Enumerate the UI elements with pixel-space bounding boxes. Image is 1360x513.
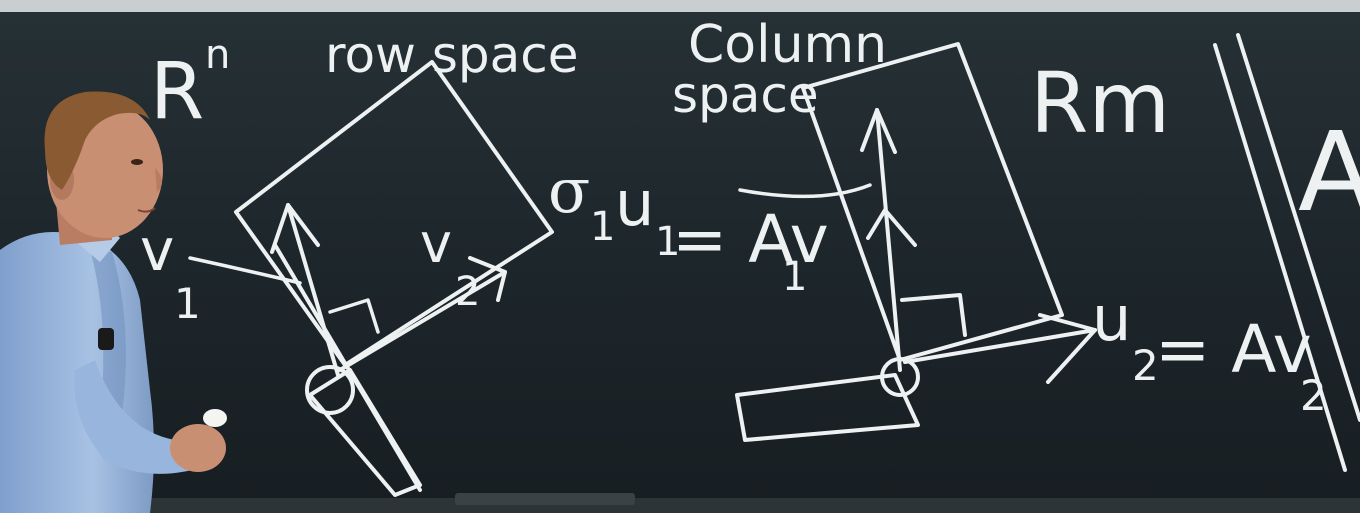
- matrix-bar-1: [1213, 43, 1347, 472]
- chalk-piece: [203, 409, 227, 427]
- u1-arrow: [875, 108, 902, 372]
- professor-hair: [44, 91, 150, 190]
- column-space-label-line1: Column: [688, 15, 887, 75]
- v2-label: v: [420, 212, 452, 275]
- v1-arrowhead: [270, 203, 320, 254]
- v2-arrow: [338, 270, 507, 372]
- v1-arrow: [286, 203, 340, 377]
- chalk-tray-eraser: [455, 493, 635, 505]
- eq2-rhs: = Av: [1155, 311, 1312, 388]
- professor-hand: [170, 424, 226, 472]
- row-space-label: row space: [325, 26, 579, 84]
- eq2-u: u: [1092, 282, 1131, 355]
- right-angle-mark-left: [328, 298, 380, 334]
- v1-pointer: [188, 256, 302, 285]
- professor: [0, 91, 227, 513]
- nullspace-box: [308, 368, 422, 497]
- lapel-microphone: [98, 328, 114, 350]
- professor-eye: [131, 159, 143, 165]
- left-space-superscript: n: [205, 32, 230, 78]
- column-space-label-line2: space: [672, 66, 819, 124]
- professor-mouth: [137, 207, 156, 213]
- u2-arrowhead: [1038, 313, 1097, 384]
- eq1-sigma: σ: [548, 154, 590, 227]
- left-nullspace-box: [735, 373, 920, 442]
- eq2-u-subscript: 2: [1132, 341, 1159, 390]
- left-space-label: R: [150, 47, 204, 137]
- u1-arrowhead: [860, 108, 897, 154]
- u2-arrow: [903, 328, 1097, 364]
- v1-subscript: 1: [174, 279, 201, 328]
- v1-label: v: [140, 216, 174, 284]
- v2-arrowhead: [468, 256, 507, 302]
- eq1-pointer: [738, 183, 872, 199]
- board-top-frame: [0, 0, 1360, 12]
- chalk-tray: [0, 498, 1360, 513]
- eq1-u: u: [615, 167, 654, 240]
- professor-nose: [155, 168, 163, 192]
- column-space-rect: [801, 42, 1064, 362]
- edge-letter-A: A: [1298, 108, 1360, 236]
- v2-subscript: 2: [455, 269, 480, 315]
- right-space-label: Rm: [1030, 54, 1170, 152]
- eq1-rhs: = Av: [672, 201, 829, 278]
- right-angle-mark-right: [900, 293, 967, 337]
- eq1-u-subscript: 1: [655, 219, 680, 265]
- origin-circle-left: [305, 365, 355, 415]
- u1-second-arrowhead: [866, 208, 917, 247]
- row-space-square: [234, 60, 554, 367]
- eq1-rhs-subscript: 1: [782, 254, 807, 300]
- matrix-bar-2: [1236, 33, 1360, 422]
- eq1-sigma-subscript: 1: [590, 204, 615, 250]
